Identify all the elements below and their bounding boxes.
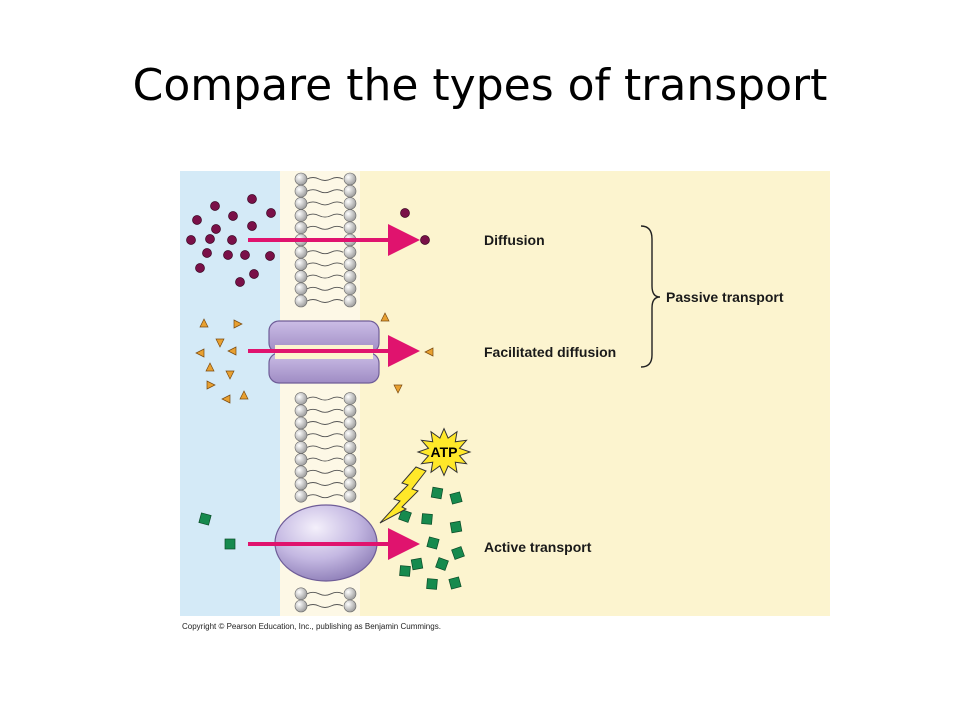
diffusion-label: Diffusion bbox=[484, 232, 545, 248]
copyright-notice: Copyright © Pearson Education, Inc., pub… bbox=[182, 622, 441, 631]
diffusion-molecules bbox=[186, 194, 430, 287]
atp-burst: ATP bbox=[416, 427, 472, 477]
passive-bracket bbox=[640, 225, 661, 368]
passive-transport-label: Passive transport bbox=[666, 289, 784, 305]
active-transport-label: Active transport bbox=[484, 539, 592, 555]
energy-bolt-icon bbox=[379, 466, 427, 524]
slide-title: Compare the types of transport bbox=[132, 60, 828, 111]
facilitated-diffusion-label: Facilitated diffusion bbox=[484, 344, 616, 360]
transport-diagram: ATP Diffusion Facilitated diffusion Acti… bbox=[180, 171, 830, 616]
atp-label: ATP bbox=[431, 444, 458, 460]
lipid-bilayer bbox=[294, 172, 357, 613]
facilitated-molecules bbox=[195, 312, 434, 404]
active-molecules bbox=[198, 486, 465, 590]
